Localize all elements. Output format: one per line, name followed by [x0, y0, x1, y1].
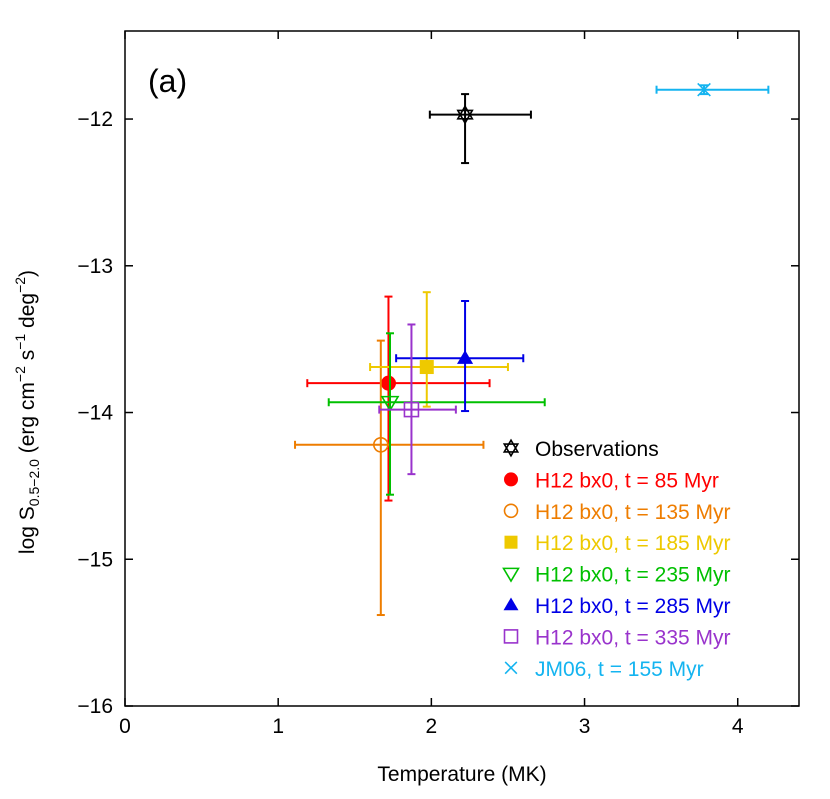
legend-entry-3: H12 bx0, t = 135 Myr: [503, 501, 731, 524]
y-axis-title-sup1: −2: [12, 366, 28, 382]
x-tick-label: 4: [732, 715, 744, 738]
x-tick-label: 2: [426, 715, 438, 738]
legend-entry-6: H12 bx0, t = 285 Myr: [503, 595, 731, 618]
legend-entry-4: H12 bx0, t = 185 Myr: [504, 532, 731, 555]
data-layer: [294, 82, 770, 617]
marker-open-circle: [373, 437, 389, 453]
y-tick-label: −15: [77, 548, 113, 571]
axes-layer: 0 1 2 3 4 −16 −15 −14 −13 −12: [77, 30, 800, 738]
legend-label: H12 bx0, t = 85 Myr: [535, 469, 719, 492]
y-axis-title-sub: 0.5−2.0: [26, 459, 42, 506]
x-tick-label: 3: [579, 715, 591, 738]
legend-entry-2: H12 bx0, t = 85 Myr: [504, 469, 719, 492]
marker-open-triangle: [380, 395, 400, 412]
marker-star-up: [502, 438, 520, 453]
y-tick-label: −13: [77, 255, 113, 278]
marker-open-square: [403, 401, 420, 418]
marker-filled-square: [504, 535, 518, 549]
marker-star-down: [456, 109, 474, 125]
y-axis-title-close: ): [16, 270, 39, 277]
y-axis-title-unit: (erg cm: [16, 382, 39, 459]
y-axis-title-sup3: −2: [12, 277, 28, 293]
legend-label: H12 bx0, t = 135 Myr: [535, 501, 731, 524]
panel-label: (a): [148, 63, 187, 99]
data-point-4: [369, 291, 509, 408]
legend-label: H12 bx0, t = 235 Myr: [535, 564, 731, 587]
y-tick-label: −14: [77, 402, 113, 425]
marker-open-circle: [503, 503, 519, 519]
legend-entry-5: H12 bx0, t = 235 Myr: [502, 564, 731, 587]
data-point-5: [327, 332, 546, 496]
marker-star-down: [502, 443, 520, 458]
data-point-7: [378, 323, 457, 476]
x-tick-label: 1: [272, 715, 284, 738]
data-point-6: [395, 300, 525, 413]
legend-entry-8: JM06, t = 155 Myr: [504, 658, 704, 681]
y-axis-title-prefix: log S: [16, 506, 39, 554]
y-axis-title-s: s: [16, 350, 39, 366]
legend-label: H12 bx0, t = 185 Myr: [535, 532, 731, 555]
marker-filled-triangle: [503, 597, 519, 611]
marker-cross-b: [697, 82, 711, 97]
data-point-8: [655, 82, 770, 97]
x-tick-label: 0: [119, 715, 131, 738]
legend-label: H12 bx0, t = 285 Myr: [535, 595, 731, 618]
marker-filled-circle: [504, 472, 518, 487]
data-point-1: [428, 93, 532, 165]
legend-entry-7: H12 bx0, t = 335 Myr: [503, 626, 731, 649]
marker-open-square: [503, 629, 519, 644]
legend-label: Observations: [535, 438, 659, 461]
marker-cross-b: [504, 661, 518, 675]
marker-open-triangle: [502, 567, 520, 583]
marker-filled-triangle: [457, 350, 474, 364]
y-axis-title-sup2: −1: [12, 334, 28, 350]
marker-filled-circle: [380, 375, 396, 391]
legend-label: JM06, t = 155 Myr: [535, 658, 704, 681]
data-point-2: [306, 295, 491, 502]
y-tick-label: −12: [77, 108, 113, 131]
marker-star-up: [456, 104, 474, 120]
legend-entry-1: Observations: [502, 438, 659, 461]
y-tick-label: −16: [77, 695, 113, 718]
legend-label: H12 bx0, t = 335 Myr: [535, 626, 731, 649]
plot-frame: [124, 30, 800, 707]
y-axis-title: log S0.5−2.0 (erg cm−2 s−1 deg−2): [12, 270, 42, 554]
y-axis-title-deg: deg: [16, 293, 39, 334]
x-axis-title: Temperature (MK): [377, 763, 546, 786]
marker-filled-square: [419, 360, 434, 375]
